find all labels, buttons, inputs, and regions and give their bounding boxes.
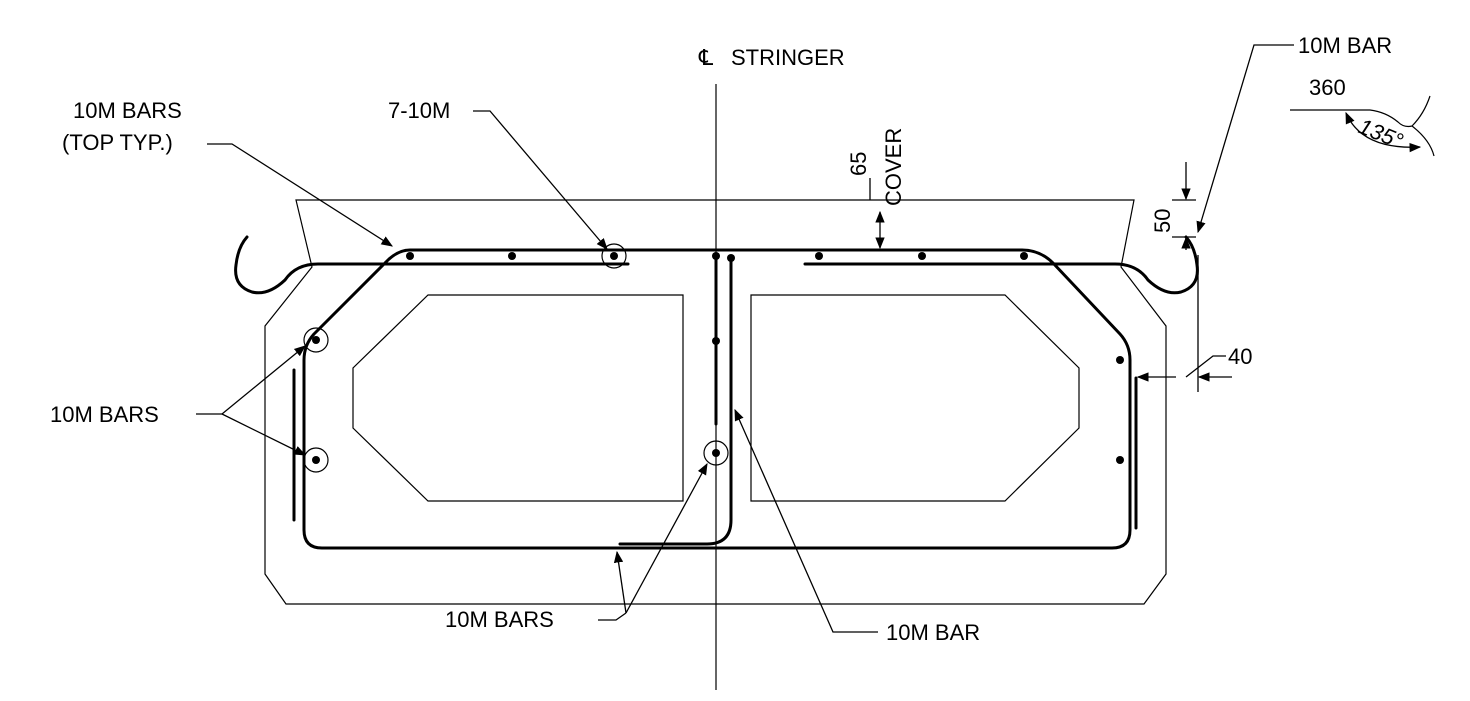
dim-50-label: 50: [1150, 209, 1175, 233]
top-bars-label-line2: (TOP TYP.): [62, 130, 173, 155]
bar-dots: [312, 252, 1124, 464]
dim-40-leader: [1185, 355, 1226, 378]
side-bars-label: 10M BARS: [50, 402, 159, 427]
highlight-circle-bottom: [703, 440, 729, 466]
bars-7-10m-label: 7-10M: [388, 98, 450, 123]
highlight-circle-top: [601, 243, 627, 269]
bottom-bars-leader-right: [625, 462, 708, 614]
highlight-circle-left-upper: [303, 327, 329, 353]
cover-label: COVER: [881, 128, 906, 206]
centerline-label: STRINGER: [731, 45, 845, 70]
hook-bar-leader: [1196, 44, 1294, 234]
bottom-bars-label: 10M BARS: [445, 607, 554, 632]
centre-hooked-bar: [618, 256, 733, 546]
hook-angle-arc: [1345, 111, 1422, 153]
top-hook-left: [234, 235, 630, 295]
hook-angle-label: 135°: [1355, 113, 1407, 153]
bottom-bars-leader-left: [613, 550, 627, 614]
dim-40-label: 40: [1228, 344, 1252, 369]
top-hook-right: [803, 235, 1199, 295]
right-void: [750, 294, 1080, 502]
top-bars-label-line1: 10M BARS: [73, 98, 182, 123]
cover-value: 65: [846, 152, 871, 176]
side-bars-leader-upper: [221, 345, 306, 415]
top-bars-leader: [207, 143, 393, 247]
hook-length-label: 360: [1309, 75, 1346, 100]
bottom-bars-leader-stem: [598, 612, 627, 621]
bars-7-10m-leader: [473, 110, 608, 250]
highlight-circle-left-lower: [303, 447, 329, 473]
side-bars-leader-lower: [221, 413, 307, 456]
left-void: [352, 294, 684, 502]
centerline-symbol: ℄: [698, 45, 714, 70]
concrete-outline: [264, 199, 1167, 605]
center-bar-label: 10M BAR: [886, 620, 980, 645]
hook-bar-label: 10M BAR: [1298, 33, 1392, 58]
center-bar-leader: [734, 408, 878, 633]
